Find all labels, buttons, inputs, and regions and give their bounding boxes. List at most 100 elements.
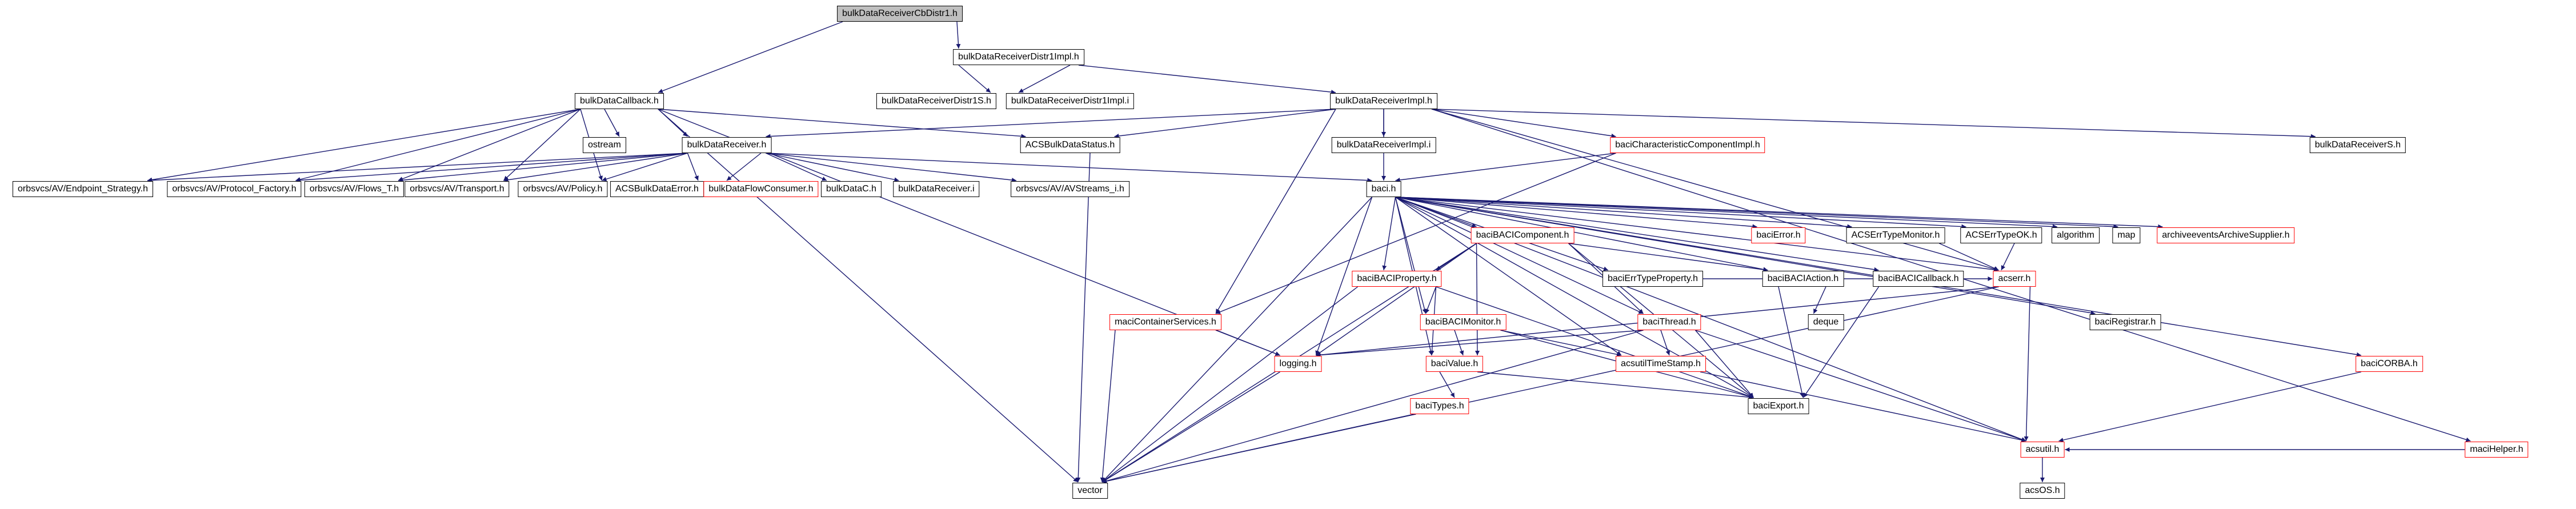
graph-node-bacierror[interactable]: baciError.h bbox=[1751, 227, 1806, 243]
graph-node-archivesupplier[interactable]: archiveeventsArchiveSupplier.h bbox=[2157, 227, 2295, 243]
include-edge-baci--algorithm bbox=[1395, 197, 2058, 229]
graph-node-baciexport[interactable]: baciExport.h bbox=[1748, 398, 1809, 414]
include-edge-baciaction--baciexport bbox=[1778, 286, 1805, 398]
include-edge-baci--vector bbox=[1101, 197, 1373, 483]
graph-node-baciaction[interactable]: baciBACIAction.h bbox=[1762, 271, 1844, 287]
include-edge-macics--logging bbox=[1215, 330, 1280, 356]
graph-node-receiverimpl_i[interactable]: bulkDataReceiverImpl.i bbox=[1331, 137, 1436, 153]
graph-node-macihelper[interactable]: maciHelper.h bbox=[2465, 442, 2529, 458]
include-edge-bacimonitor--bacivalue bbox=[1454, 330, 1464, 356]
include-edge-receiverimpl--acsbdstatus bbox=[1114, 109, 1336, 138]
include-edge-baci--errtypeok bbox=[1395, 197, 1966, 229]
include-edge-ccimpl--baci bbox=[1395, 153, 1616, 182]
graph-node-acsos[interactable]: acsOS.h bbox=[2020, 483, 2065, 499]
include-edge-bacicorba--acsutil bbox=[2058, 371, 2362, 443]
include-edge-receiver--flows bbox=[398, 153, 688, 183]
graph-node-errtypemonitor[interactable]: ACSErrTypeMonitor.h bbox=[1846, 227, 1945, 243]
graph-node-policy[interactable]: orbsvcs/AV/Policy.h bbox=[518, 181, 608, 197]
include-edge-timestamp--acsutil bbox=[1700, 371, 2026, 443]
include-edge-baci--baciaction bbox=[1395, 197, 1768, 272]
include-edge-receiver--epstrategy bbox=[147, 153, 688, 183]
graph-node-bacicorba[interactable]: baciCORBA.h bbox=[2355, 356, 2423, 372]
graph-node-acsbdstatus[interactable]: ACSBulkDataStatus.h bbox=[1020, 137, 1120, 153]
graph-node-distr1impl[interactable]: bulkDataReceiverDistr1Impl.h bbox=[953, 49, 1084, 65]
graph-node-flows[interactable]: orbsvcs/AV/Flows_T.h bbox=[304, 181, 404, 197]
include-edge-baciproperty--vector bbox=[1101, 286, 1358, 483]
include-edge-bacicallback--baciexport bbox=[1802, 286, 1880, 398]
include-edge-baci--errtypemonitor bbox=[1395, 197, 1852, 229]
graph-node-bacitypes[interactable]: baciTypes.h bbox=[1410, 398, 1469, 414]
include-edge-baci--baciregistrar bbox=[1395, 197, 2096, 315]
graph-node-logging[interactable]: logging.h bbox=[1274, 356, 1322, 372]
graph-node-acsutil[interactable]: acsutil.h bbox=[2020, 442, 2065, 458]
include-edge-receiverimpl--receivers bbox=[1431, 109, 2316, 139]
graph-node-receiver[interactable]: bulkDataReceiver.h bbox=[682, 137, 772, 153]
graph-node-algorithm[interactable]: algorithm bbox=[2052, 227, 2100, 243]
graph-node-baciregistrar[interactable]: baciRegistrar.h bbox=[2089, 314, 2161, 330]
graph-node-deque[interactable]: deque bbox=[1808, 314, 1844, 330]
include-edge-baci--bacierror bbox=[1395, 197, 1757, 229]
graph-node-errtypeok[interactable]: ACSErrTypeOK.h bbox=[1960, 227, 2042, 243]
graph-node-bulkdatac[interactable]: bulkDataC.h bbox=[820, 181, 882, 197]
graph-node-errtypeproperty[interactable]: baciErrTypeProperty.h bbox=[1603, 271, 1703, 287]
include-edge-baciproperty--bacimonitor bbox=[1425, 286, 1437, 314]
include-edge-bacithread--vector bbox=[1101, 330, 1644, 483]
include-edge-receiverimpl--ccimpl bbox=[1431, 109, 1616, 138]
include-edge-receiver--avstreams bbox=[766, 153, 1017, 183]
graph-node-receiver_i[interactable]: bulkDataReceiver.i bbox=[893, 181, 980, 197]
graph-node-bacicomponent[interactable]: baciBACIComponent.h bbox=[1471, 227, 1575, 243]
graph-node-distr1impl_i[interactable]: bulkDataReceiverDistr1Impl.i bbox=[1005, 93, 1135, 109]
graph-node-macics[interactable]: maciContainerServices.h bbox=[1109, 314, 1221, 330]
include-edge-baciproperty--baciexport bbox=[1436, 286, 1754, 399]
include-edge-distr1impl--distr1impl_i bbox=[1018, 65, 1071, 93]
include-edge-baci--bacithread bbox=[1395, 197, 1644, 314]
include-edge-distr1impl--distr1s bbox=[958, 65, 991, 93]
include-edge-bacivalue--baciexport bbox=[1477, 371, 1754, 400]
include-edge-receiver--policy bbox=[602, 153, 688, 182]
include-edge-baciaction--deque bbox=[1813, 286, 1826, 314]
include-edge-distr1impl--receiverimpl bbox=[1078, 65, 1336, 95]
include-edge-baci--logging bbox=[1315, 197, 1373, 356]
graph-node-transport[interactable]: orbsvcs/AV/Transport.h bbox=[404, 181, 510, 197]
graph-node-ostream[interactable]: ostream bbox=[583, 137, 626, 153]
graph-node-protfactory[interactable]: orbsvcs/AV/Protocol_Factory.h bbox=[167, 181, 302, 197]
graph-node-baciproperty[interactable]: baciBACIProperty.h bbox=[1352, 271, 1442, 287]
graph-node-avstreams[interactable]: orbsvcs/AV/AVStreams_i.h bbox=[1011, 181, 1129, 197]
include-edge-cbdistr1--callback bbox=[658, 21, 843, 93]
include-edge-callback--acsbdstatus bbox=[658, 109, 1026, 139]
include-edge-callback--epstrategy bbox=[147, 109, 581, 182]
include-edge-baci--baciproperty bbox=[1382, 197, 1396, 271]
include-edge-errtypeok--acserr bbox=[2001, 243, 2015, 271]
include-edge-baci--bacimonitor bbox=[1395, 197, 1427, 314]
include-edge-baci--timestamp bbox=[1395, 197, 1622, 356]
include-edge-receiver--protfactory bbox=[295, 153, 688, 183]
include-edge-logging--vector bbox=[1101, 371, 1280, 483]
graph-node-acserr[interactable]: acserr.h bbox=[1993, 271, 2036, 287]
include-edge-macics--vector bbox=[1100, 330, 1116, 483]
include-edge-receiver--flowconsumer bbox=[726, 153, 762, 181]
include-edge-bacithread--acsutil bbox=[1695, 330, 2026, 442]
graph-node-baci[interactable]: baci.h bbox=[1366, 181, 1401, 197]
graph-node-ccimpl[interactable]: baciCharacteristicComponentImpl.h bbox=[1610, 137, 1765, 153]
graph-node-bacicallback[interactable]: baciBACICallback.h bbox=[1873, 271, 1964, 287]
include-edge-callback--protfactory bbox=[295, 109, 581, 182]
graph-node-epstrategy[interactable]: orbsvcs/AV/Endpoint_Strategy.h bbox=[13, 181, 153, 197]
include-edge-ccimpl--macics bbox=[1215, 153, 1616, 314]
graph-node-receivers[interactable]: bulkDataReceiverS.h bbox=[2309, 137, 2406, 153]
graph-node-receiverimpl[interactable]: bulkDataReceiverImpl.h bbox=[1330, 93, 1437, 109]
graph-node-timestamp[interactable]: acsutilTimeStamp.h bbox=[1616, 356, 1706, 372]
graph-node-acsbderror[interactable]: ACSBulkDataError.h bbox=[610, 181, 704, 197]
graph-node-bacimonitor[interactable]: baciBACIMonitor.h bbox=[1420, 314, 1507, 330]
graph-node-bacivalue[interactable]: baciValue.h bbox=[1425, 356, 1484, 372]
graph-node-vector[interactable]: vector bbox=[1072, 483, 1108, 499]
graph-node-map[interactable]: map bbox=[2112, 227, 2141, 243]
include-edge-baci--archivesupplier bbox=[1395, 197, 2163, 229]
graph-node-callback[interactable]: bulkDataCallback.h bbox=[575, 93, 664, 109]
include-edge-receiver--bulkdatac bbox=[766, 153, 827, 181]
graph-node-cbdistr1: bulkDataReceiverCbDistr1.h bbox=[837, 6, 963, 22]
include-edge-receiverimpl--receiver bbox=[766, 109, 1336, 139]
graph-node-distr1s[interactable]: bulkDataReceiverDistr1S.h bbox=[876, 93, 997, 109]
graph-node-flowconsumer[interactable]: bulkDataFlowConsumer.h bbox=[703, 181, 819, 197]
include-edge-callback--flows bbox=[398, 109, 581, 181]
graph-node-bacithread[interactable]: baciThread.h bbox=[1637, 314, 1701, 330]
